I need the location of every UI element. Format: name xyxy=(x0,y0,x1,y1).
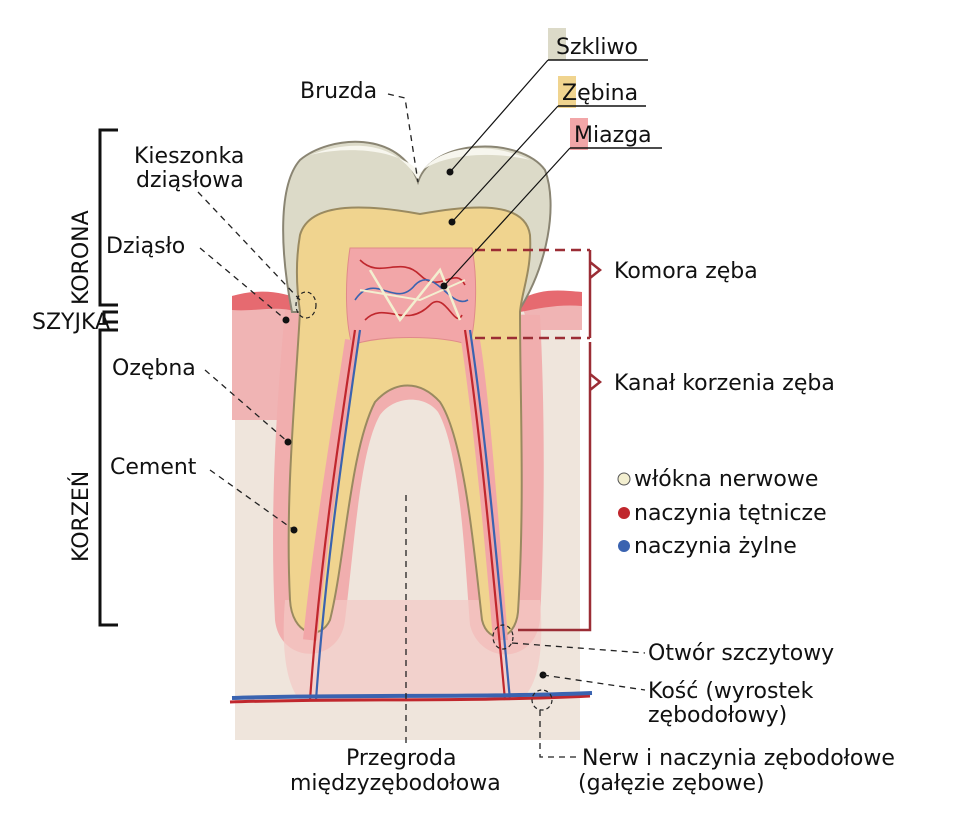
legend-swatch-vein xyxy=(618,540,630,552)
label-kosc-2: zębodołowy) xyxy=(648,703,787,728)
label-miazga: Miazga xyxy=(574,123,652,148)
leader-kieszonka xyxy=(197,191,301,301)
pulp-chamber xyxy=(346,247,477,346)
leader-nerw xyxy=(539,710,578,758)
enamel-top-highlight xyxy=(310,145,530,180)
label-nerw-2: (gałęzie zębowe) xyxy=(578,771,765,796)
label-przegroda-1: Przegroda xyxy=(346,746,456,771)
top-leaders xyxy=(443,59,571,287)
swatch-pulp xyxy=(570,118,588,150)
swatch-enamel xyxy=(548,28,566,60)
swatch-dentin xyxy=(558,76,576,108)
label-bruzda: Bruzda xyxy=(300,79,377,104)
label-cement: Cement xyxy=(110,455,197,480)
gingival-pocket-marker xyxy=(295,291,317,319)
label-przegroda-2: międzyzębodołowa xyxy=(290,771,501,796)
label-otwor: Otwór szczytowy xyxy=(648,641,834,666)
section-korona: KORONA xyxy=(69,210,94,305)
label-kieszonka-2: dziąsłowa xyxy=(136,168,244,193)
leader-otwor xyxy=(511,642,646,654)
gum-top-right xyxy=(520,290,582,312)
leader-ozebna xyxy=(204,369,289,443)
section-korzen: KORZEŃ xyxy=(68,471,94,562)
dot-ozebna xyxy=(284,438,292,446)
legend-label-nerve: włókna nerwowe xyxy=(634,467,818,492)
nerve-marker xyxy=(531,689,553,711)
label-zebina: Zębina xyxy=(562,81,638,106)
label-szkliwo: Szkliwo xyxy=(556,35,638,60)
dot-dentin xyxy=(448,218,456,226)
apical-foramen-marker xyxy=(492,624,514,650)
legend: włókna nerwowe naczynia tętnicze naczyni… xyxy=(617,467,827,559)
label-kosc-1: Kość (wyrostek xyxy=(648,679,814,704)
label-komora: Komora zęba xyxy=(614,259,758,284)
root-base xyxy=(283,600,542,700)
dot-enamel xyxy=(446,168,454,176)
pulp-canal-left xyxy=(303,338,359,641)
dot-cement xyxy=(290,526,298,534)
label-kanal: Kanał korzenia zęba xyxy=(614,371,835,396)
section-brackets xyxy=(98,128,118,627)
legend-swatch-artery xyxy=(618,507,630,519)
legend-label-artery: naczynia tętnicze xyxy=(634,501,827,526)
leader-bruzda xyxy=(387,93,419,183)
root-vessels xyxy=(229,329,593,704)
label-ozebna: Ozębna xyxy=(112,356,196,381)
section-szyjka: SZYJKA xyxy=(32,310,110,335)
label-dziaslo: Dziąsło xyxy=(106,234,185,259)
leader-dziaslo xyxy=(199,247,287,321)
pulp-vessels xyxy=(354,259,469,323)
legend-label-vein: naczynia żylne xyxy=(634,534,797,559)
dot-pulp xyxy=(440,282,448,290)
label-kieszonka-1: Kieszonka xyxy=(134,144,244,169)
dot-dziaslo xyxy=(282,316,290,324)
legend-swatch-nerve xyxy=(617,472,631,486)
pulp-brackets xyxy=(475,248,603,632)
gum-top-left xyxy=(232,291,300,312)
label-nerw-1: Nerw i naczynia zębodołowe xyxy=(582,746,895,771)
